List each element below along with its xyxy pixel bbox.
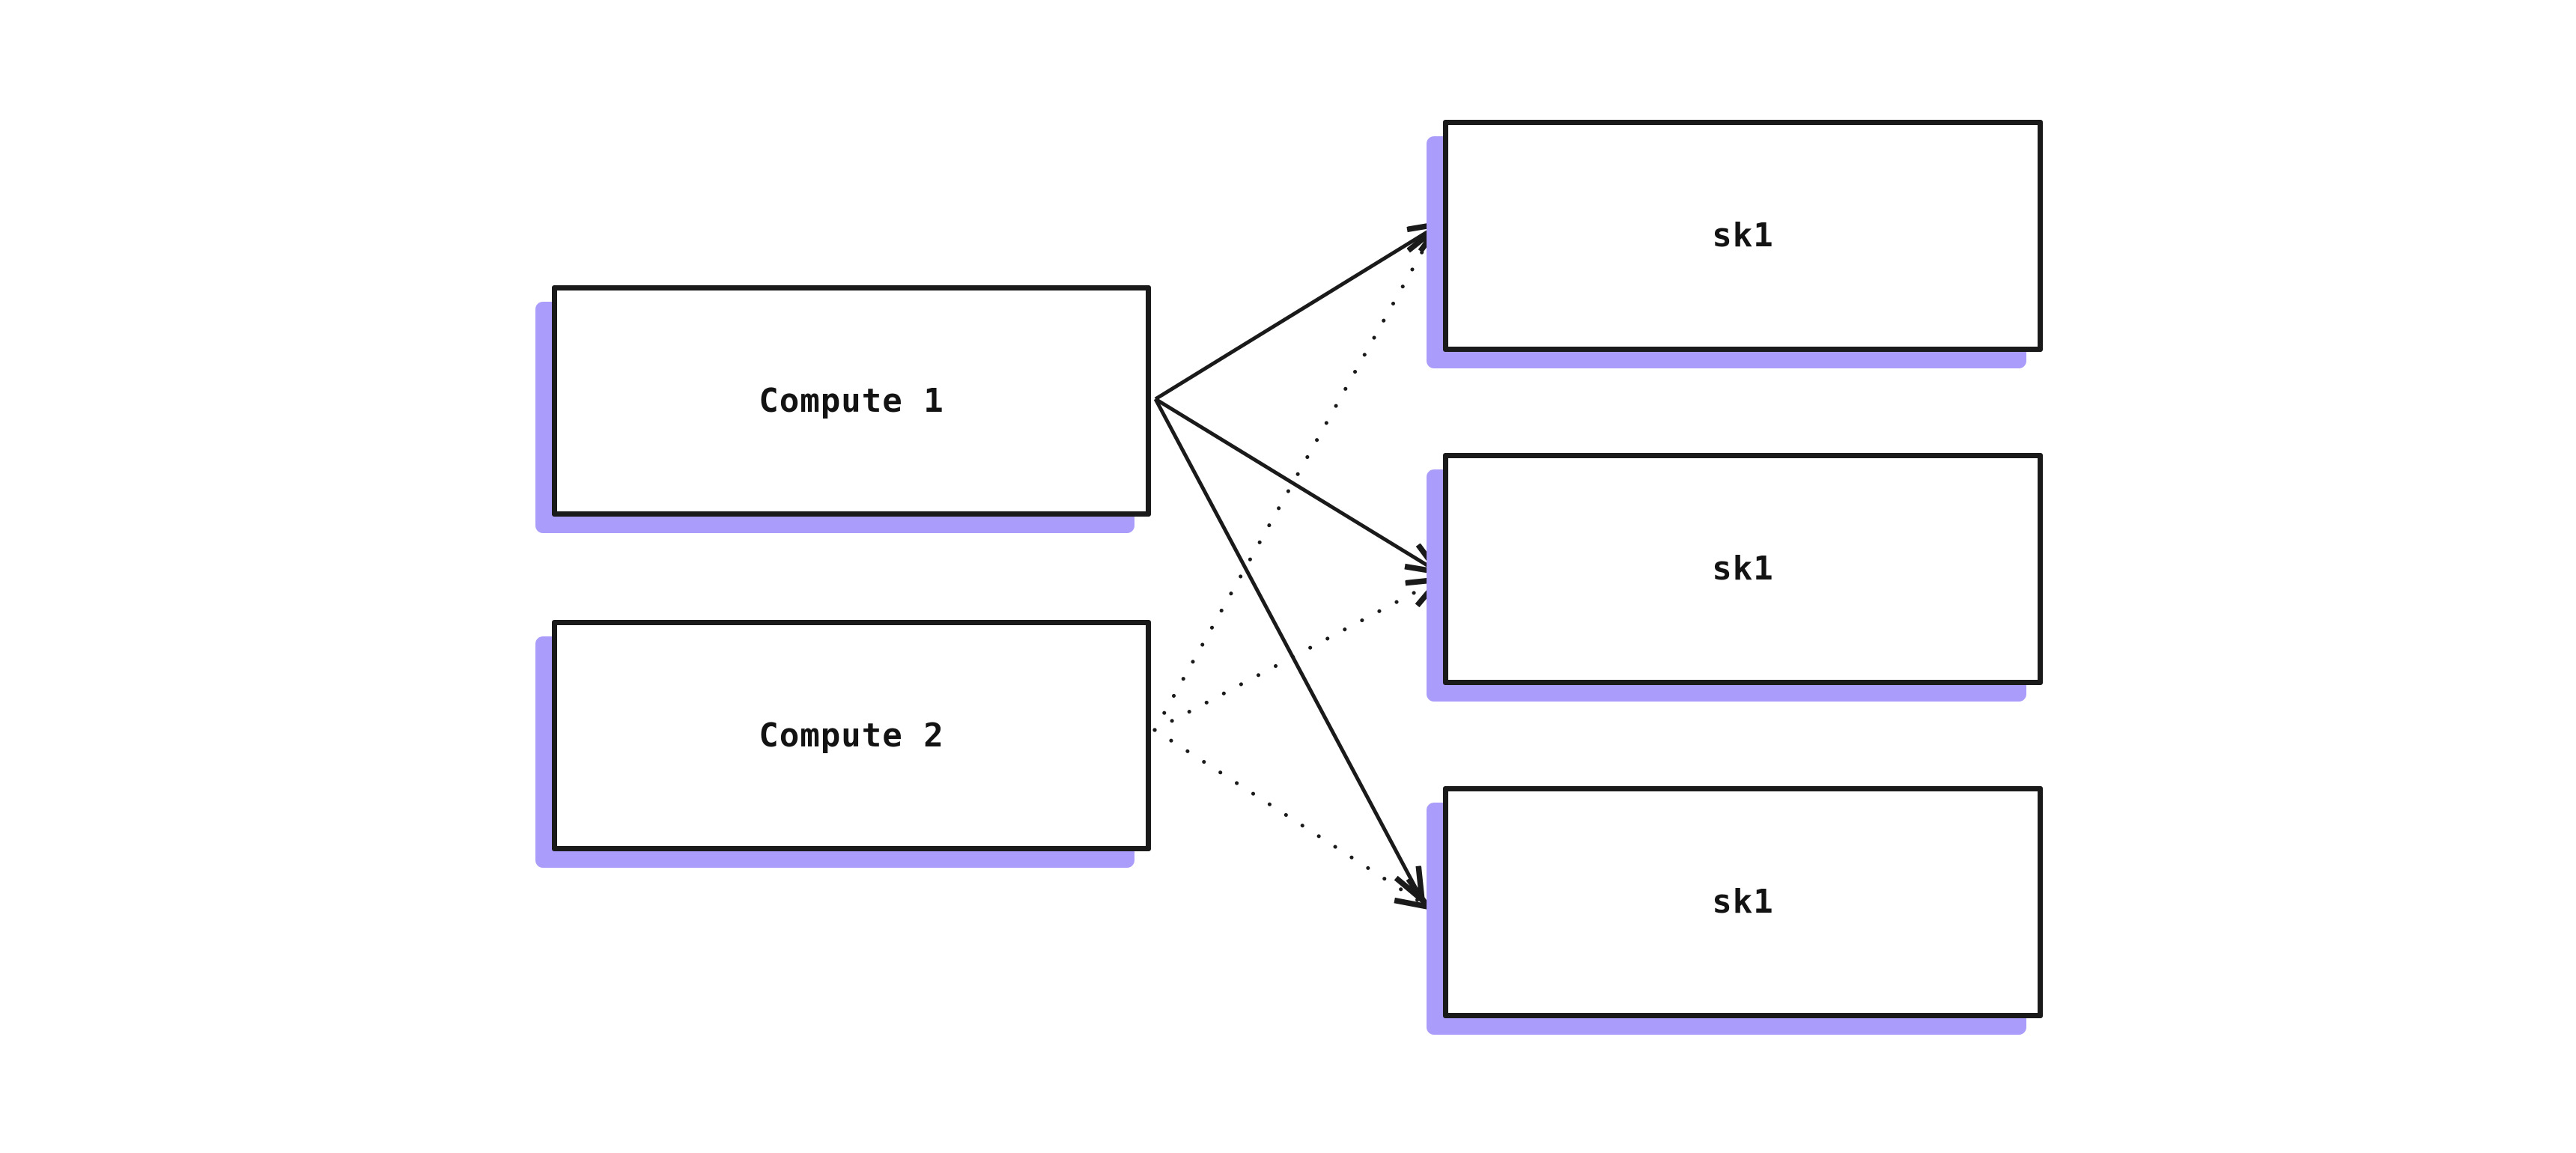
- node-sk1_c[interactable]: sk1: [1443, 786, 2043, 1018]
- node-compute1[interactable]: Compute 1: [552, 285, 1151, 517]
- edge-compute1-to-sk1_c: [1153, 398, 1421, 898]
- edge-compute2-to-sk1_c: [1152, 728, 1427, 906]
- node-sk1_b[interactable]: sk1: [1443, 453, 2043, 685]
- node-label-sk1_c: sk1: [1712, 883, 1774, 921]
- edge-compute2-to-sk1_b: [1152, 580, 1438, 732]
- edge-compute1-to-sk1_a: [1154, 225, 1439, 401]
- node-label-sk1_a: sk1: [1712, 216, 1774, 255]
- node-sk1_a[interactable]: sk1: [1443, 120, 2043, 352]
- node-label-compute1: Compute 1: [759, 381, 944, 420]
- node-compute2[interactable]: Compute 2: [552, 620, 1151, 851]
- node-label-compute2: Compute 2: [759, 716, 944, 755]
- edge-compute2-to-sk1_a: [1152, 231, 1434, 732]
- node-label-sk1_b: sk1: [1712, 550, 1774, 588]
- edge-compute1-to-sk1_b: [1154, 397, 1437, 571]
